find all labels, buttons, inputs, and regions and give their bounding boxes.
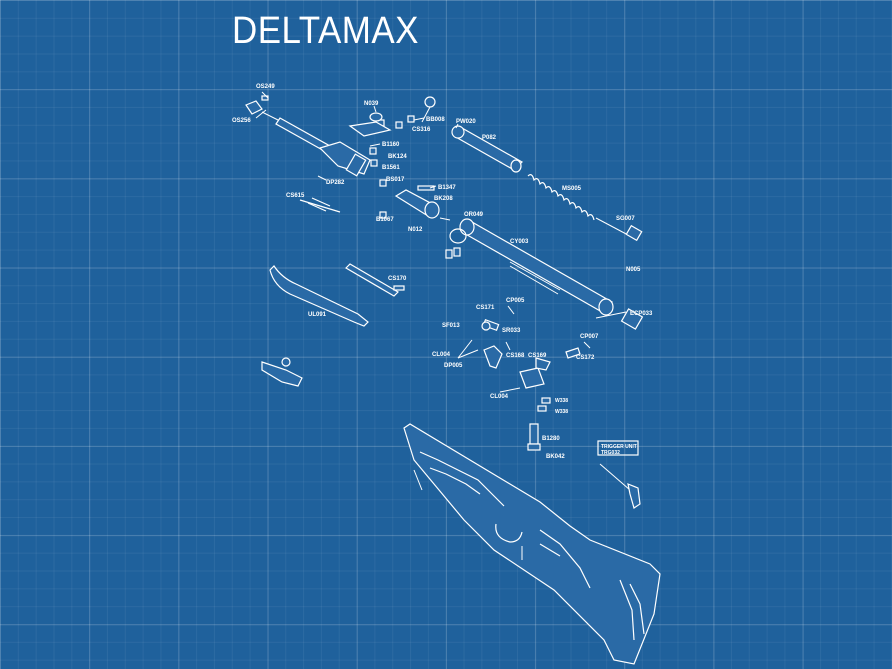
cylinder-cy003 (445, 218, 644, 330)
cocking-lever-ul091 (269, 263, 405, 327)
label-n005: N005 (626, 267, 641, 273)
label-cp007: CP007 (580, 334, 599, 340)
label-cs171: CS171 (476, 305, 495, 311)
label-n012: N012 (408, 227, 423, 233)
label-b1067: B1067 (376, 217, 394, 223)
label-n039: N039 (364, 101, 379, 107)
label-cs168: CS168 (506, 353, 525, 359)
label-cl004-a: CL004 (432, 352, 451, 358)
label-ms005: MS005 (562, 186, 582, 192)
breech-block (245, 100, 371, 213)
label-cs316: CS316 (412, 127, 431, 133)
part-labels: OS249 OS256 N039 BB008 CS316 PW020 P082 … (232, 84, 653, 460)
label-cs170: CS170 (388, 276, 407, 282)
label-trigger-unit: TRIGGER UNIT (601, 444, 637, 450)
label-cp005: CP005 (506, 298, 525, 304)
label-sg007: SG007 (616, 216, 635, 222)
label-bk042: BK042 (546, 454, 565, 460)
trigger-group (481, 305, 591, 451)
label-w338-a: W338 (555, 398, 568, 404)
knob-n039 (348, 96, 436, 137)
label-os249: OS249 (256, 84, 275, 90)
label-b1280: B1280 (542, 436, 560, 442)
page-title: DELTAMAX (232, 10, 419, 52)
label-p082: P082 (482, 135, 497, 141)
label-ul091: UL091 (308, 312, 327, 318)
label-bb008: BB008 (426, 117, 445, 123)
rear-sight (261, 357, 303, 387)
label-bs017: BS017 (386, 177, 405, 183)
label-dp282: DP282 (326, 180, 345, 186)
label-cs169: CS169 (528, 353, 547, 359)
stock (403, 423, 661, 665)
label-sf013: SF013 (442, 323, 460, 329)
label-cy003: CY003 (510, 239, 529, 245)
label-cl004-b: CL004 (490, 394, 509, 400)
label-dp005: DP005 (444, 363, 463, 369)
label-b1561: B1561 (382, 165, 400, 171)
label-b1160: B1160 (382, 142, 400, 148)
label-b1347: B1347 (438, 185, 456, 191)
label-pw020: PW020 (456, 119, 476, 125)
leader-lines (255, 91, 627, 393)
piston-p082 (451, 125, 523, 173)
label-cs172: CS172 (576, 355, 595, 361)
label-ecp033: ECP033 (630, 311, 653, 317)
label-sr033: SR033 (502, 328, 521, 334)
label-bk124: BK124 (388, 154, 407, 160)
label-bk208: BK208 (434, 196, 453, 202)
label-cs615: CS615 (286, 193, 305, 199)
barrel-bk208 (379, 185, 440, 219)
trigger-unit-detail (597, 440, 641, 509)
label-w338-b: W338 (555, 409, 568, 415)
label-trigger-code: TRG032 (601, 450, 620, 456)
small-screws (261, 95, 415, 187)
spring-ms005 (527, 174, 643, 242)
label-os256: OS256 (232, 118, 251, 124)
label-or049: OR049 (464, 212, 484, 218)
